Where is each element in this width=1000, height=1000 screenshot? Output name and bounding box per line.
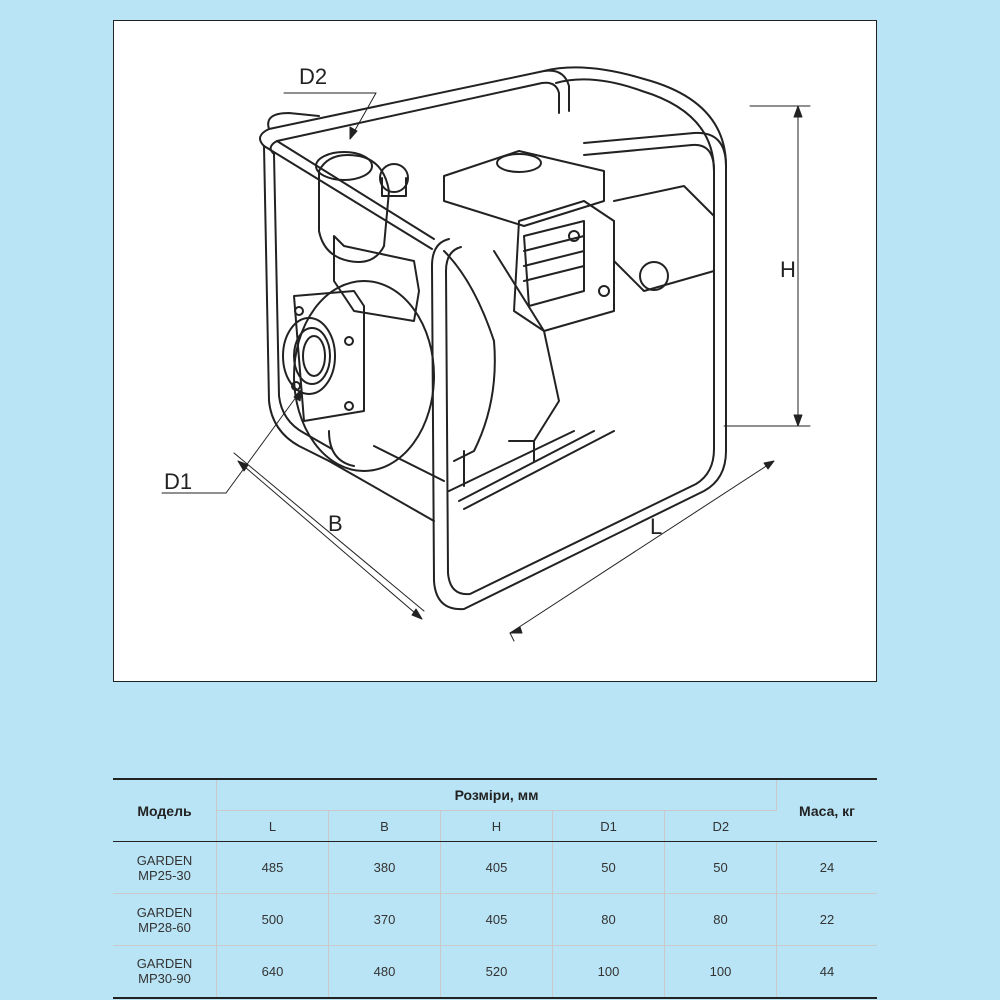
cell-h: 520 — [440, 945, 553, 999]
cell-d2: 100 — [664, 945, 777, 999]
col-header-d1: D1 — [552, 810, 665, 842]
col-header-b: B — [328, 810, 441, 842]
label-b: B — [328, 511, 343, 536]
label-d1: D1 — [164, 469, 193, 494]
cell-l: 500 — [216, 893, 329, 946]
cell-b: 480 — [328, 945, 441, 999]
col-header-d2: D2 — [664, 810, 777, 842]
label-l: L — [650, 514, 663, 539]
cell-mass: 24 — [776, 841, 877, 894]
cell-b: 370 — [328, 893, 441, 946]
cell-h: 405 — [440, 893, 553, 946]
col-header-l: L — [216, 810, 329, 842]
cell-l: 640 — [216, 945, 329, 999]
cell-d2: 50 — [664, 841, 777, 894]
cell-l: 485 — [216, 841, 329, 894]
pump-drawing-frame: D2 D1 H B L — [113, 20, 877, 682]
cell-d2: 80 — [664, 893, 777, 946]
col-header-h: H — [440, 810, 553, 842]
cell-h: 405 — [440, 841, 553, 894]
dimension-lines — [161, 92, 811, 642]
cell-d1: 100 — [552, 945, 665, 999]
cell-d1: 80 — [552, 893, 665, 946]
cell-b: 380 — [328, 841, 441, 894]
spec-table: Модель Розміри, мм Маса, кг L B H D1 D2 … — [113, 778, 877, 999]
cell-mass: 22 — [776, 893, 877, 946]
label-h: H — [780, 257, 796, 282]
model-header: Модель — [113, 778, 217, 842]
cell-mass: 44 — [776, 945, 877, 999]
cell-d1: 50 — [552, 841, 665, 894]
dims-header: Розміри, мм — [216, 778, 777, 811]
label-d2: D2 — [299, 64, 328, 89]
pump-line-drawing — [161, 66, 811, 642]
mass-header: Маса, кг — [776, 778, 877, 842]
